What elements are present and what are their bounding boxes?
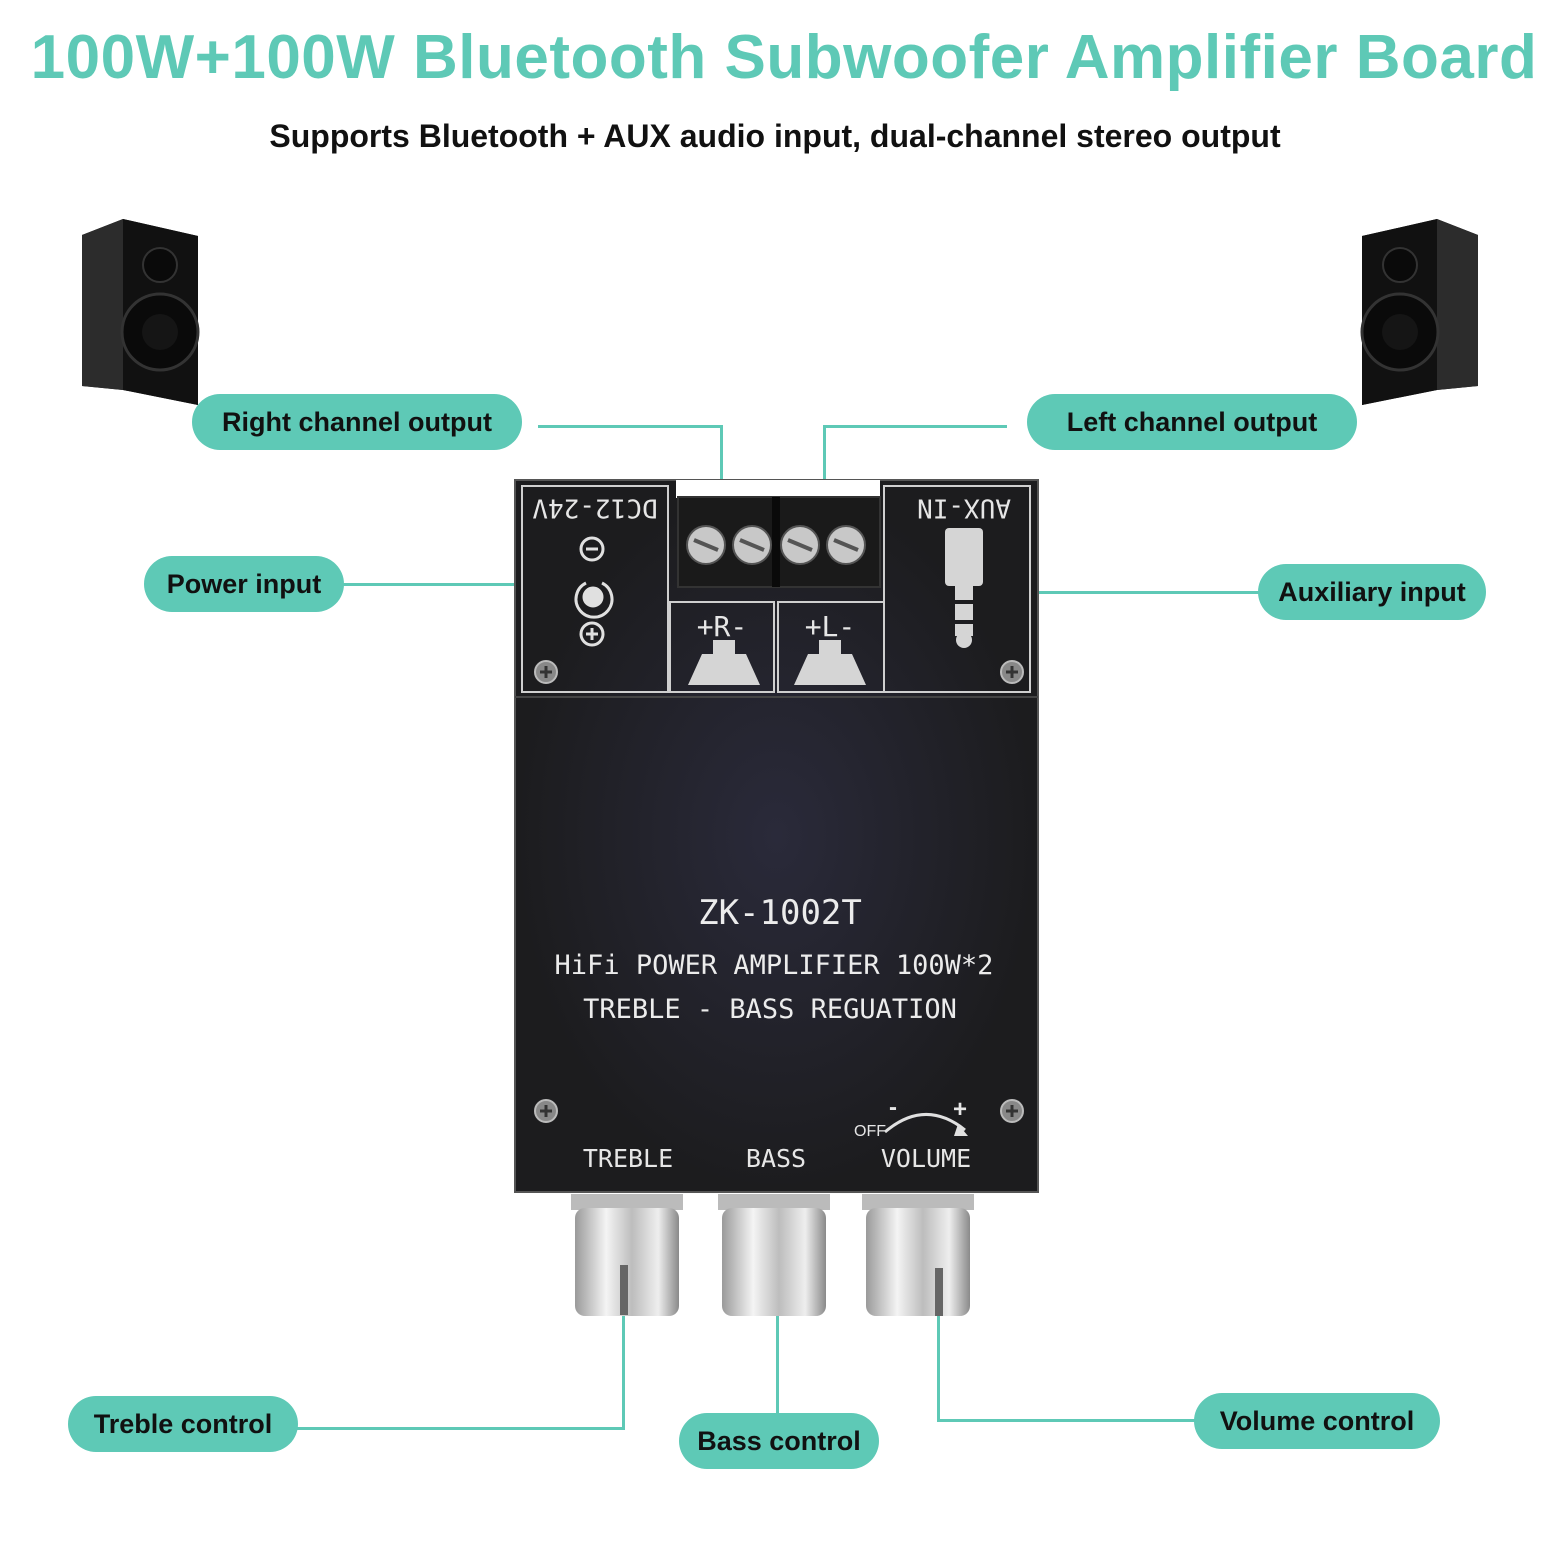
connector-aux — [965, 591, 1260, 594]
volume-knob[interactable] — [862, 1194, 974, 1316]
speaker-left-icon — [82, 219, 200, 405]
dc-jack-icon — [574, 536, 614, 647]
connector-volume-h — [937, 1419, 1197, 1422]
off-label: OFF — [854, 1123, 886, 1140]
volume-board-label: VOLUME — [881, 1144, 971, 1173]
dc-voltage-label: DC12-24V — [532, 493, 657, 523]
page-subtitle: Supports Bluetooth + AUX audio input, du… — [269, 118, 1281, 154]
bass-board-label: BASS — [746, 1144, 806, 1173]
callout-auxiliary-input: Auxiliary input — [1258, 564, 1486, 620]
treble-board-label: TREBLE — [583, 1144, 673, 1173]
page-title: 100W+100W Bluetooth Subwoofer Amplifier … — [30, 23, 1538, 92]
bass-knob[interactable] — [718, 1194, 830, 1316]
connector-volume-v — [937, 1275, 940, 1422]
callout-treble-control: Treble control — [68, 1396, 298, 1452]
board-model: ZK-1002T — [698, 893, 862, 933]
callout-power-input: Power input — [144, 556, 344, 612]
connector-left-h — [823, 425, 1007, 428]
connector-power — [340, 583, 575, 586]
connector-treble-v — [622, 1270, 625, 1430]
connector-treble-h — [296, 1427, 625, 1430]
volume-minus-label: - — [889, 1094, 897, 1121]
callout-left-channel: Left channel output — [1027, 394, 1357, 450]
callout-bass-control: Bass control — [679, 1413, 879, 1469]
callout-volume-control: Volume control — [1194, 1393, 1440, 1449]
volume-arc-icon — [884, 1113, 966, 1134]
aux-in-label: AUX-IN — [917, 493, 1011, 523]
screw-terminal-block — [677, 496, 881, 588]
board-line1: HiFi POWER AMPLIFIER 100W*2 — [555, 950, 994, 981]
board-line2: TREBLE - BASS REGUATION — [583, 994, 957, 1025]
treble-knob[interactable] — [571, 1194, 683, 1316]
speaker-symbol-right-icon — [688, 640, 760, 685]
connector-right-h — [538, 425, 722, 428]
connector-bass-v — [776, 1305, 779, 1415]
volume-plus-label: + — [953, 1096, 967, 1123]
callout-right-channel: Right channel output — [192, 394, 522, 450]
aux-plug-icon — [945, 528, 983, 648]
right-terminal-label: +R- — [697, 610, 748, 643]
speaker-symbol-left-icon — [794, 640, 866, 685]
left-terminal-label: +L- — [805, 610, 856, 643]
speaker-right-icon — [1360, 219, 1478, 405]
